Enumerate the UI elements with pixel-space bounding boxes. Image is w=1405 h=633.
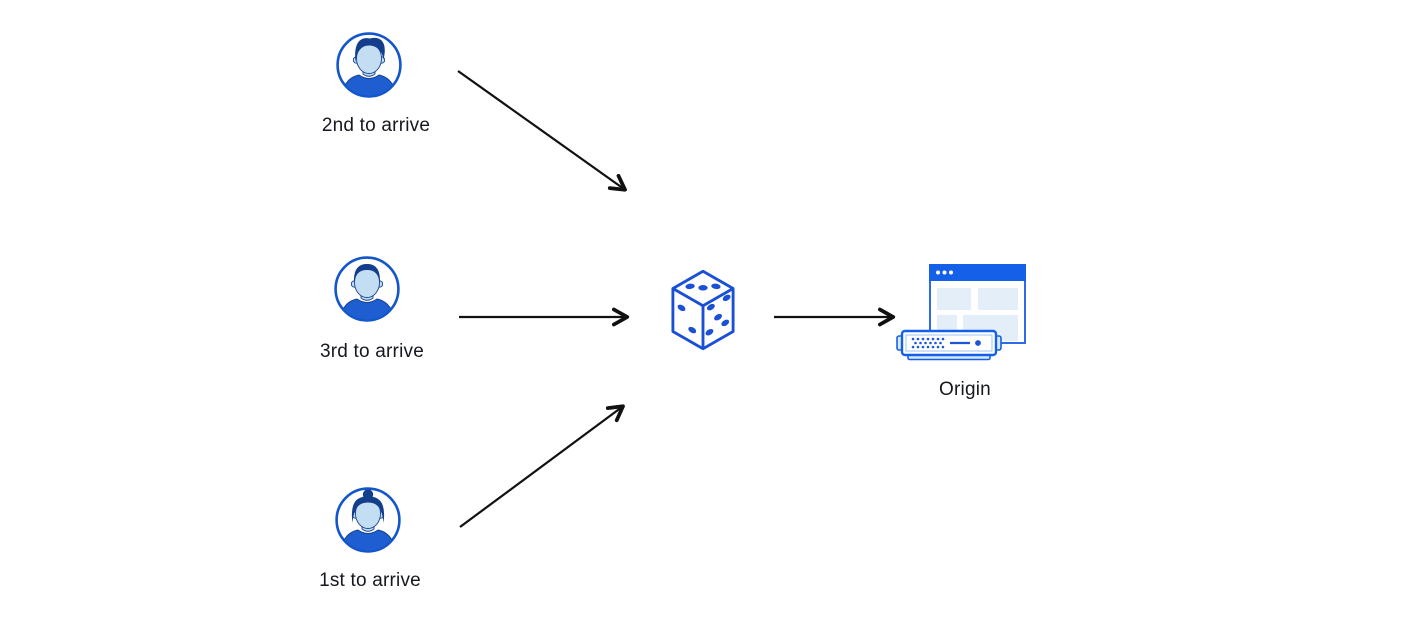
arrow-visitor1st-to-dice [459, 404, 625, 528]
avatar-man-pompadour-icon [336, 32, 402, 98]
origin-label: Origin [939, 379, 991, 400]
origin-server-icon [895, 260, 1030, 365]
visitor-3rd-label: 3rd to arrive [320, 341, 424, 362]
avatar-man-short-hair-icon [334, 256, 400, 322]
avatar-woman-bun-icon [335, 487, 401, 553]
visitor-2nd-label: 2nd to arrive [321, 115, 431, 136]
dice-icon [667, 267, 739, 353]
visitor-1st-label: 1st to arrive [319, 570, 421, 591]
